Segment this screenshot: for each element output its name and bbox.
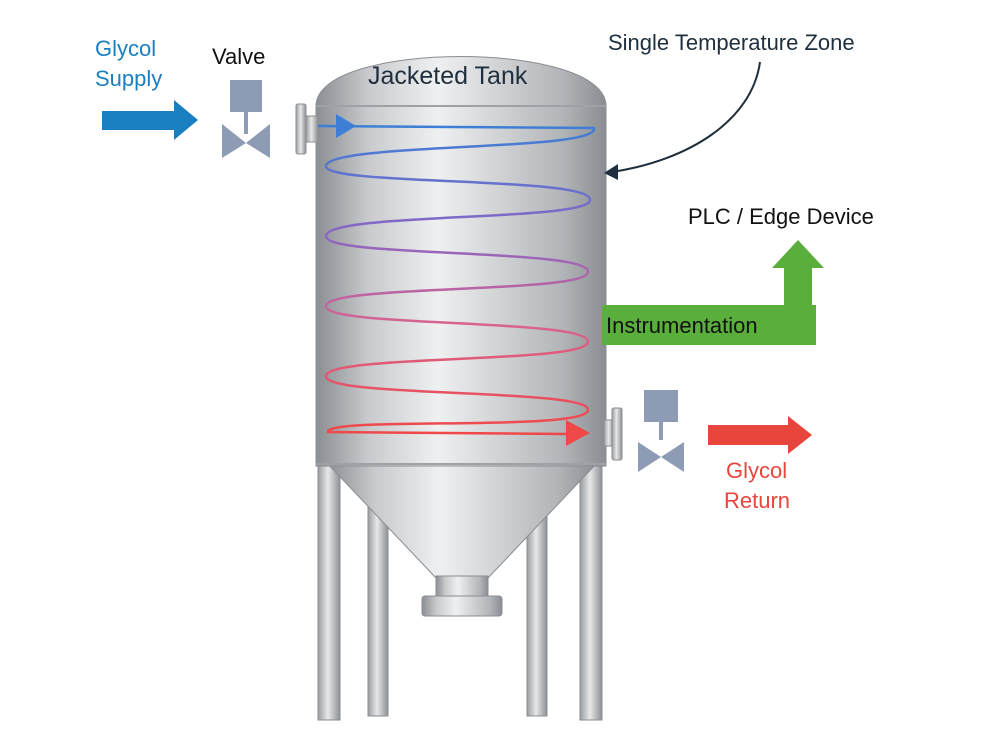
arrow-right-icon [708,416,812,454]
glycol-return-label: Glycol [726,458,787,483]
zone-pointer-arrow [611,61,761,173]
arrow-right-icon [102,100,198,140]
zone-label: Single Temperature Zone [608,30,855,55]
tank-cone [324,461,600,579]
tank-leg [579,461,603,721]
coil-inlet-arrow [336,114,356,138]
valve-label: Valve [212,44,265,69]
tank-leg [367,499,389,717]
tank-body [315,103,607,467]
glycol-supply-label-2: Supply [95,66,162,91]
tank-label: Jacketed Tank [368,62,528,90]
supply-valve [222,80,270,158]
inlet-flange [295,103,319,155]
tank-dome [315,56,607,107]
outlet-flange [603,407,623,461]
glycol-supply-label: Glycol [95,36,156,61]
glycol-return-label-2: Return [724,488,790,513]
tank-legs [317,461,603,721]
coil-outlet-arrow [566,420,590,446]
tank-leg [317,461,341,721]
instrumentation-label: Instrumentation [606,313,758,338]
cooling-coil [317,124,596,436]
plc-label: PLC / Edge Device [688,204,874,229]
return-valve [638,390,684,472]
tank-outlet-flange [421,595,503,617]
arrow-up-icon [772,240,824,305]
instrumentation-bar [602,305,816,345]
zone-pointer-arrowhead [604,164,618,180]
tank-outlet-neck [435,575,489,597]
